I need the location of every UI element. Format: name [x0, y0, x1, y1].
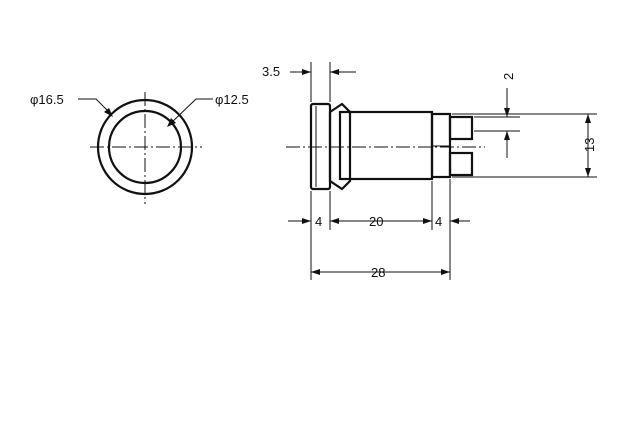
- arrow-height-bottom: [585, 168, 591, 177]
- leader-outer-diameter: [78, 98, 111, 114]
- arrow-flange-right: [330, 69, 339, 75]
- flange-thickness-label: 3.5: [262, 64, 280, 79]
- body-length-label: 20: [369, 214, 383, 229]
- pin-lower: [448, 151, 474, 177]
- arrow-overall-right: [441, 269, 450, 275]
- arrow-overall-left: [311, 269, 320, 275]
- side-view: [286, 102, 485, 191]
- height-label: 13: [582, 138, 597, 152]
- overall-length-label: 28: [371, 265, 385, 280]
- front-view: φ16.5 φ12.5: [30, 92, 249, 204]
- arrow-left-seg-a: [302, 218, 311, 224]
- pin-upper: [448, 115, 474, 141]
- arrow-flange-left: [302, 69, 311, 75]
- arrow-pin-upper: [504, 108, 510, 117]
- arrow-body-right: [423, 218, 432, 224]
- nut-chamfer: [328, 102, 352, 191]
- right-segment-label: 4: [435, 214, 442, 229]
- arrow-height-top: [585, 114, 591, 123]
- pin-offset-label: 2: [501, 73, 516, 80]
- arrow-pin-lower: [504, 131, 510, 140]
- leader-inner-diameter: [169, 98, 213, 125]
- outer-diameter-label: φ16.5: [30, 92, 64, 107]
- dimensions: 3.5 2 13 4 20 4: [262, 62, 597, 280]
- inner-diameter-label: φ12.5: [215, 92, 249, 107]
- body: [338, 110, 434, 181]
- arrow-right-seg-a: [450, 218, 459, 224]
- leader-inner-arrow: [167, 118, 176, 127]
- left-segment-label: 4: [315, 214, 322, 229]
- leader-outer-arrow: [104, 108, 113, 117]
